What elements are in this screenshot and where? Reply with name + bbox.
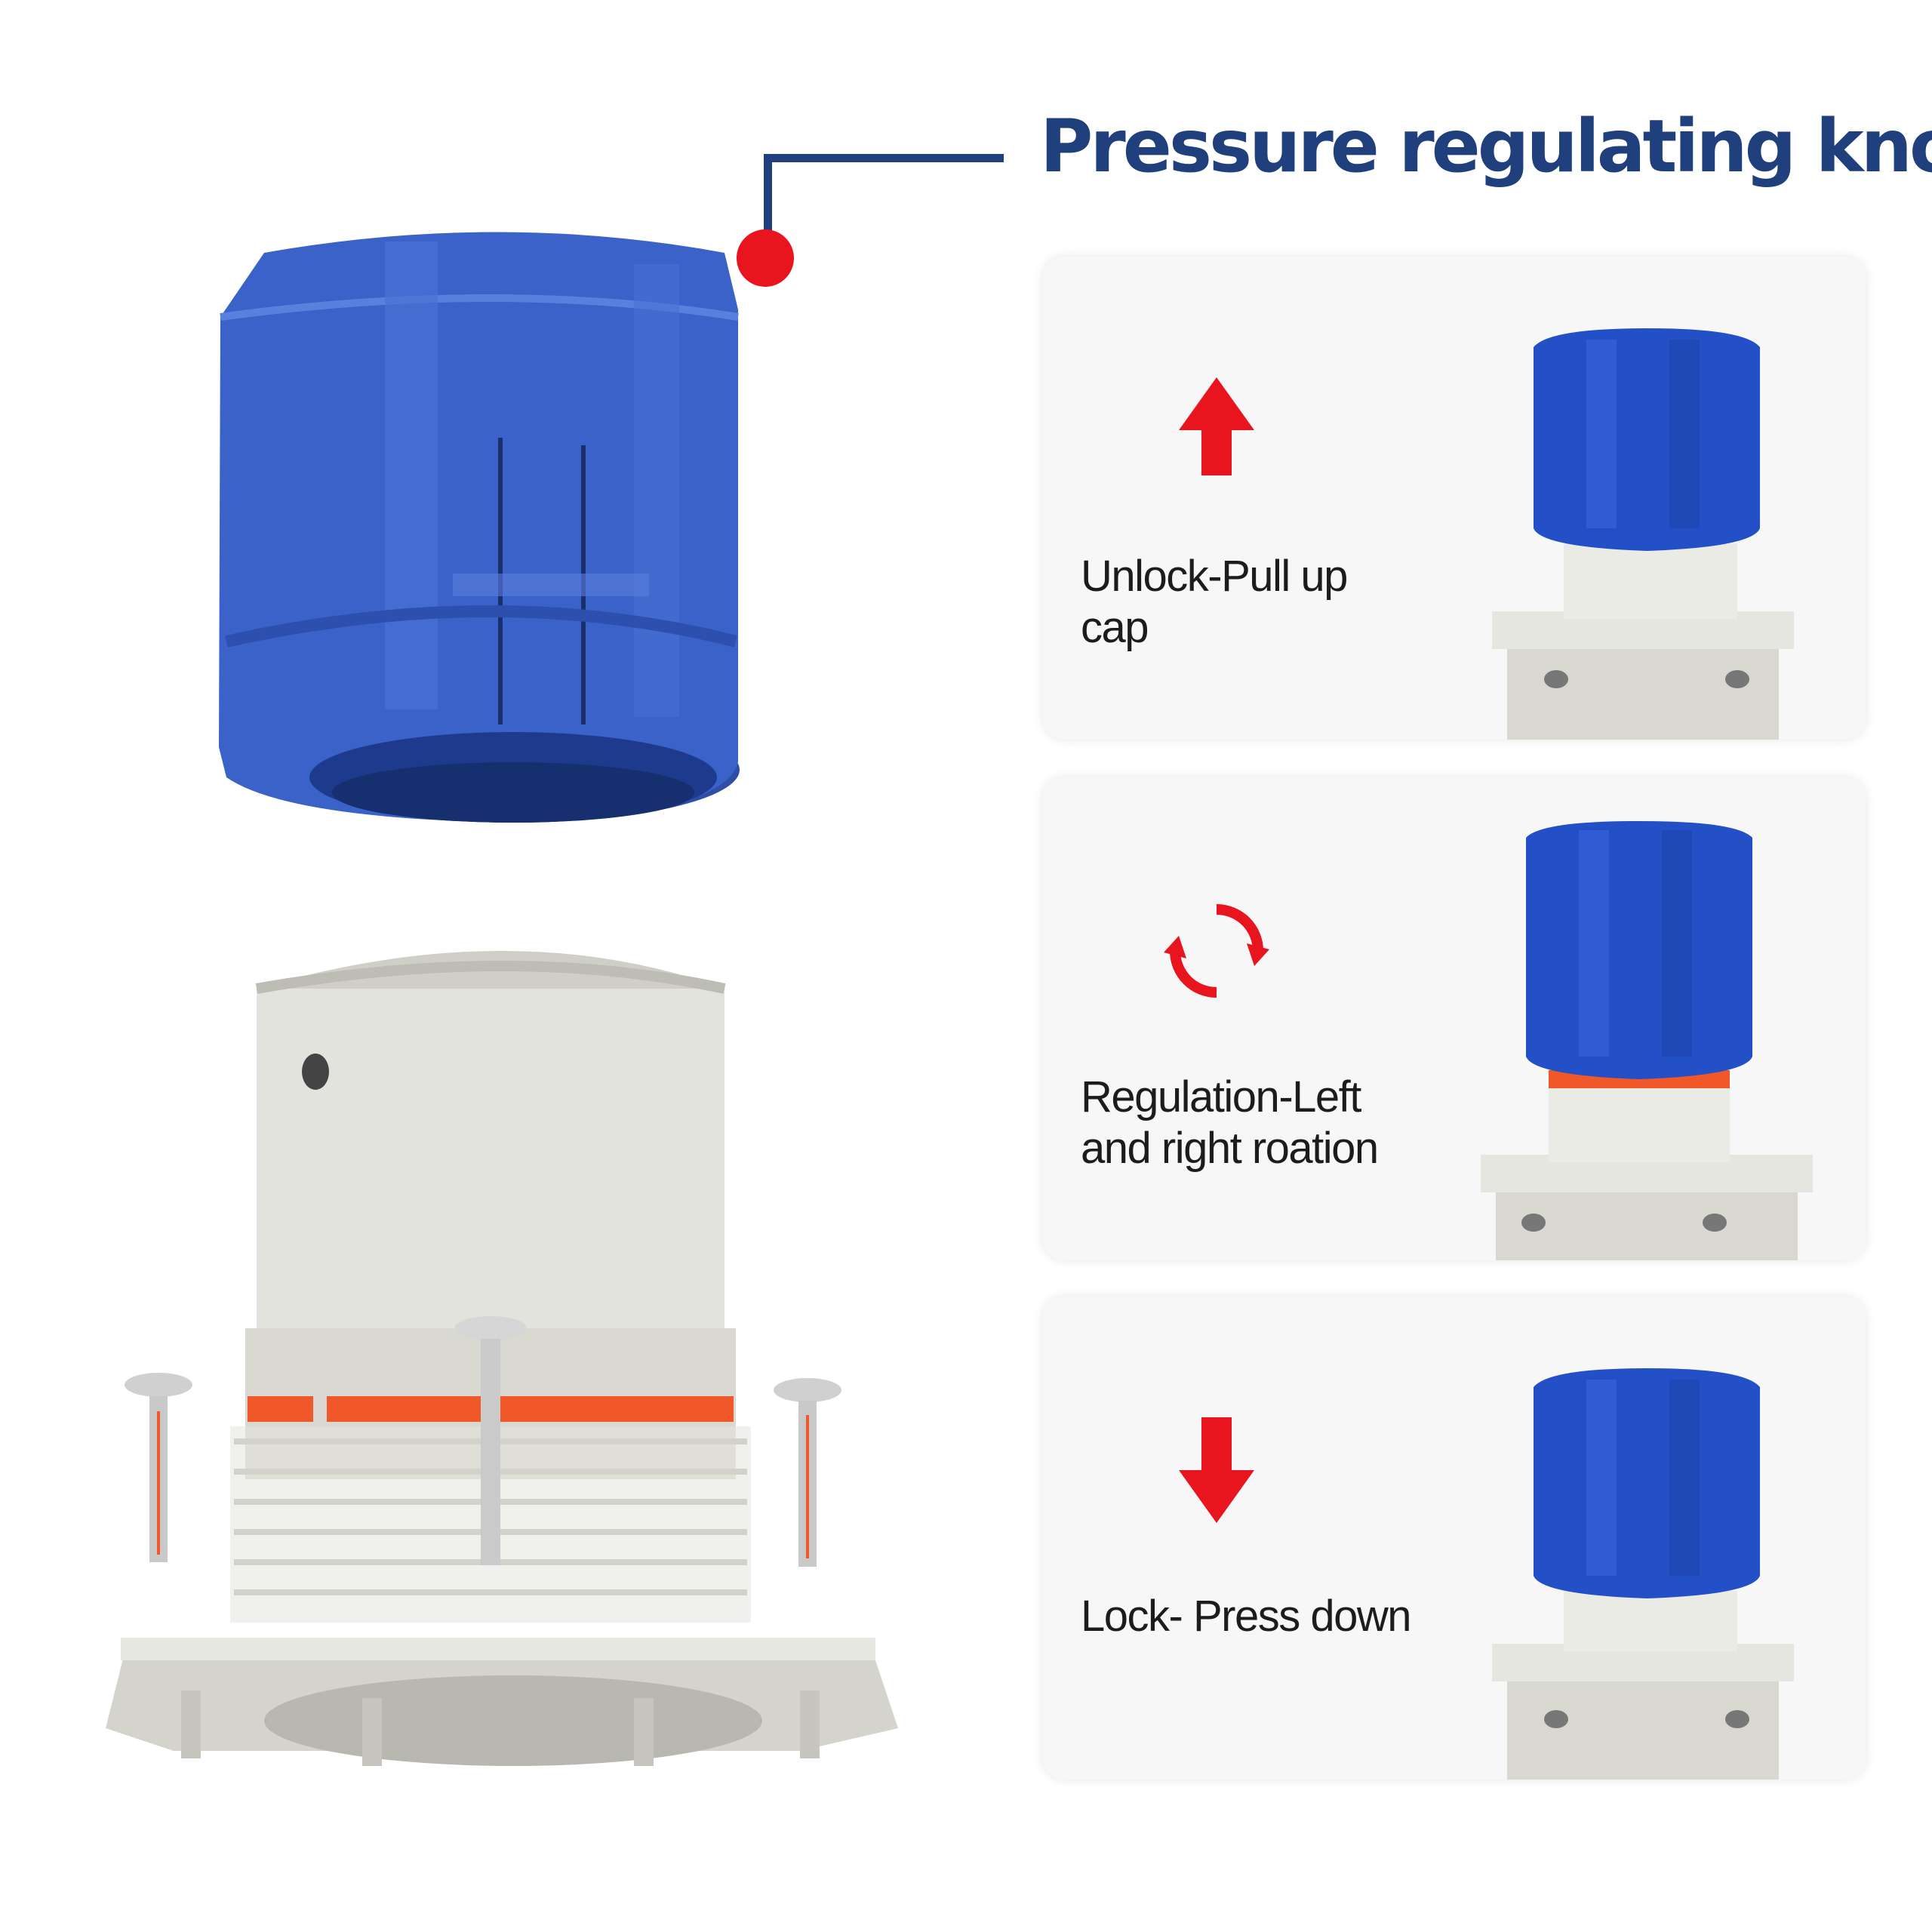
step-label-regulation: Regulation-Left and right roation (1081, 1072, 1379, 1173)
knob-cap-image (219, 232, 740, 823)
leader-line-vertical (764, 154, 772, 248)
step-label-unlock: Unlock-Pull up cap (1081, 552, 1348, 652)
regulator-knob-rotating-image (1481, 821, 1813, 1260)
arrow-down-icon (1179, 1417, 1254, 1523)
step-card-unlock: Unlock-Pull up cap (1043, 257, 1866, 740)
screw-left-image (125, 1373, 192, 1562)
step-card-regulation: Regulation-Left and right roation (1043, 777, 1866, 1260)
leader-line-horizontal (764, 154, 1004, 162)
regulator-knob-locked-image (1492, 1368, 1794, 1780)
regulator-body-image (106, 951, 898, 1766)
regulator-knob-raised-image (1492, 328, 1794, 740)
page-title: Pressure regulating knob (1040, 104, 1932, 189)
screw-right-image (774, 1378, 841, 1567)
arrow-up-icon (1179, 377, 1254, 475)
screw-center-image (454, 1316, 527, 1565)
rotate-icon (1164, 904, 1269, 998)
step-card-lock: Lock- Press down (1043, 1297, 1866, 1780)
leader-dot (737, 229, 794, 287)
regulator-exploded-illustration (106, 232, 898, 1766)
step-label-lock: Lock- Press down (1081, 1592, 1411, 1641)
